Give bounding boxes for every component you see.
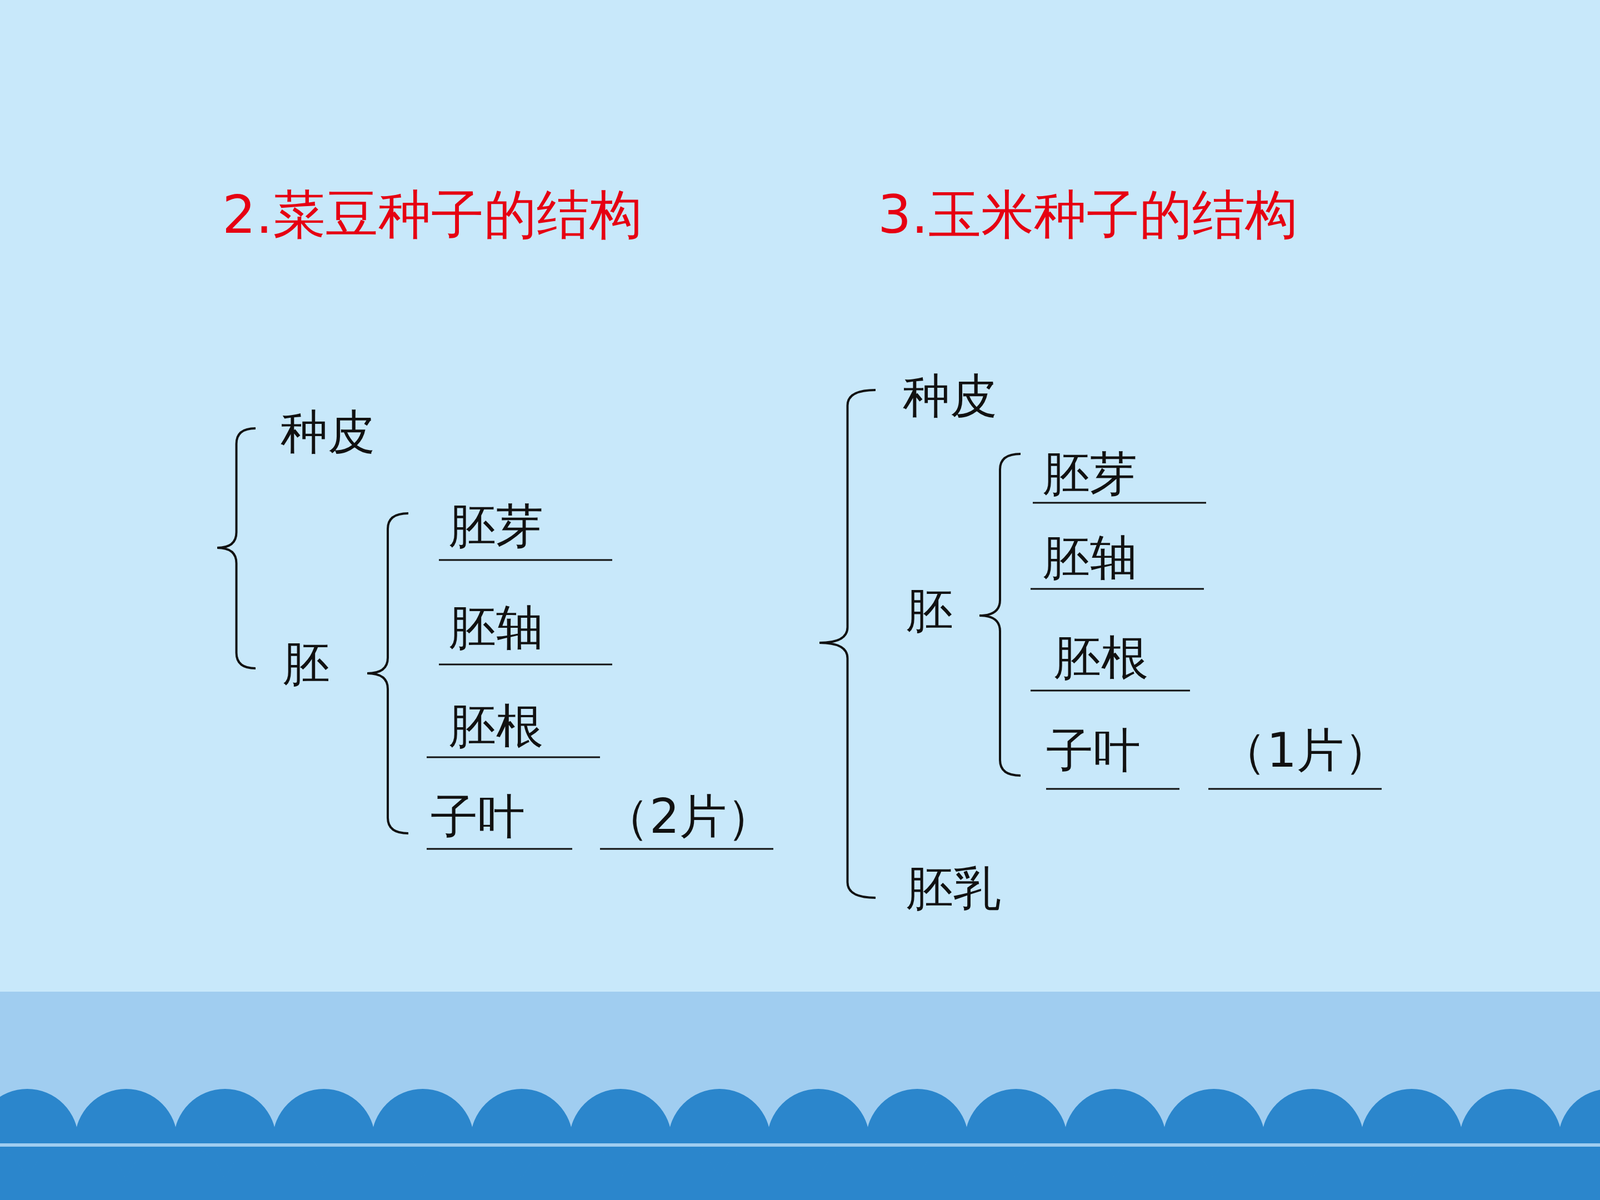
section-heading: 2.菜豆种子的结构 <box>222 188 643 242</box>
scallop-row <box>0 1146 1600 1200</box>
part-label: 胚芽 <box>448 502 544 550</box>
curly-brace <box>819 390 876 898</box>
part-label: 胚根 <box>1053 633 1149 682</box>
part-label: 胚轴 <box>1042 533 1138 582</box>
part-label: 胚芽 <box>1042 450 1138 498</box>
part-label: 胚乳 <box>906 864 1001 912</box>
curly-brace <box>217 428 256 669</box>
part-label: 种皮 <box>902 372 998 420</box>
part-label: 胚 <box>282 640 330 688</box>
count-note: （1片） <box>1219 726 1392 774</box>
part-label: 胚轴 <box>448 603 544 652</box>
part-label: 胚 <box>906 586 954 634</box>
curly-brace <box>979 453 1021 776</box>
section-heading: 3.玉米种子的结构 <box>877 188 1298 242</box>
count-note: （2片） <box>602 792 774 840</box>
answer-lines <box>426 502 1382 849</box>
part-label: 子叶 <box>430 792 525 840</box>
part-label: 胚根 <box>448 702 544 750</box>
bottom-band <box>0 991 1600 1200</box>
part-label: 子叶 <box>1046 726 1141 774</box>
braces <box>217 390 1021 898</box>
scallop-row <box>0 1083 1600 1200</box>
scallop-gap <box>0 1143 1600 1147</box>
curly-brace <box>367 513 409 834</box>
sky-ground <box>0 0 1600 992</box>
part-label: 种皮 <box>280 408 375 456</box>
